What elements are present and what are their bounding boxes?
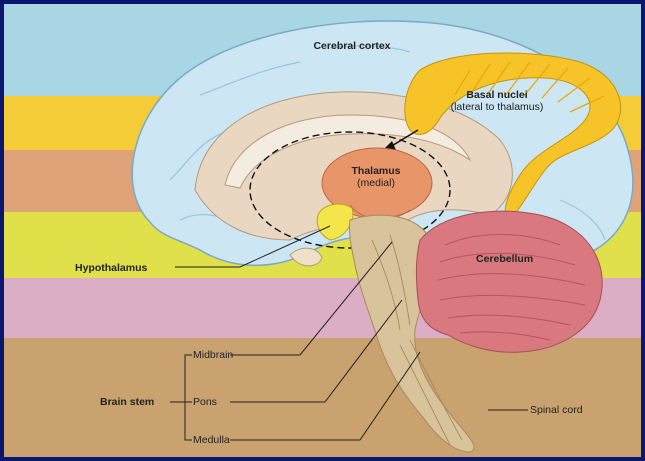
label-medulla: Medulla xyxy=(193,434,230,446)
hypothalamus-shape xyxy=(316,203,354,241)
leader-lines xyxy=(170,225,528,441)
label-thalamus: Thalamus xyxy=(351,165,401,177)
label-spinal-cord: Spinal cord xyxy=(530,404,583,416)
brainstem-lines xyxy=(371,234,463,446)
medulla-leader xyxy=(230,351,421,441)
brainstem-bracket xyxy=(184,354,192,441)
label-basal-nuclei: Basal nuclei xyxy=(466,89,528,101)
basal-nuclei-striations xyxy=(454,61,605,113)
midbrain-leader xyxy=(230,241,393,356)
hypothalamus-leader xyxy=(175,225,331,268)
label-midbrain: Midbrain xyxy=(193,349,234,361)
label-cerebral-cortex: Cerebral cortex xyxy=(313,40,391,52)
dashed-outline xyxy=(249,131,451,249)
pituitary xyxy=(289,247,323,267)
label-thalamus-note: (medial) xyxy=(357,177,395,189)
cerebellum-shape xyxy=(415,210,603,353)
band-tan xyxy=(4,338,641,457)
corpus-callosum xyxy=(224,114,472,189)
label-pons: Pons xyxy=(193,396,217,408)
pons-leader xyxy=(230,299,403,403)
cerebellum-folia xyxy=(437,234,586,341)
basal-nuclei-shape xyxy=(404,52,621,223)
label-hypothalamus: Hypothalamus xyxy=(75,262,148,274)
label-cerebellum: Cerebellum xyxy=(476,253,534,265)
label-basal-nuclei-note: (lateral to thalamus) xyxy=(450,101,544,113)
label-brain-stem: Brain stem xyxy=(100,396,155,408)
